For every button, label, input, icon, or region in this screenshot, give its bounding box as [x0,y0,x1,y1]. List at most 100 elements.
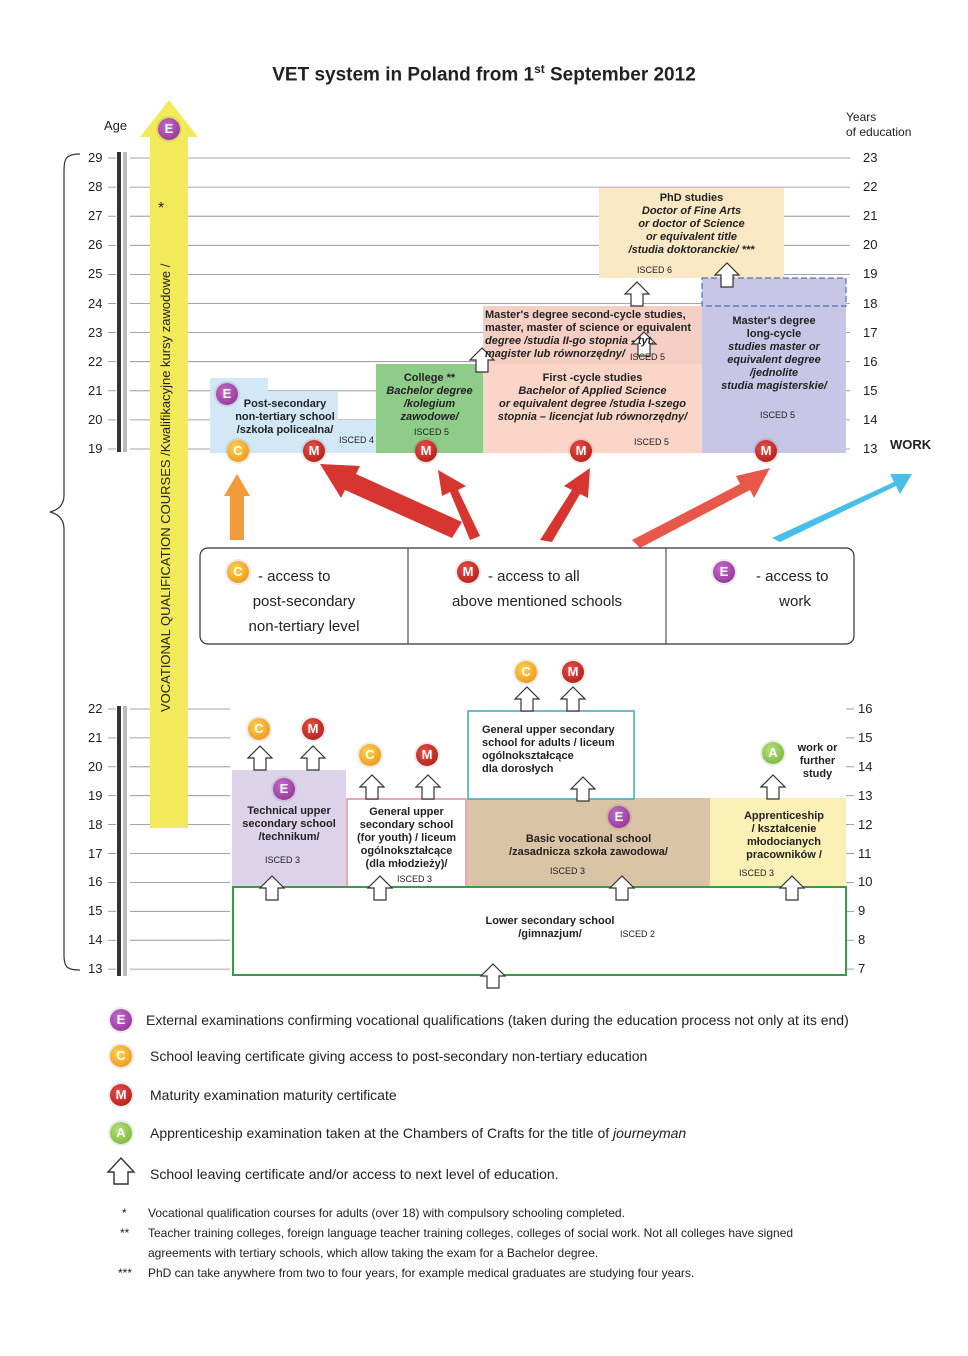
lower-age-tick: 17 [88,845,103,861]
upper-age-scale-light [123,152,127,452]
upper-age-tick: 28 [88,179,103,195]
apprenticeship-a-badge: A [762,742,784,764]
technical-box: Technical upper secondary school /techni… [242,805,336,843]
post-secondary-isced: ISCED 4 [339,435,375,445]
lower-age-tick: 14 [88,932,103,948]
note-1-mark: * [122,1206,127,1220]
red-arrow-4 [632,468,770,548]
key-e-text2: work [779,593,811,610]
upper-year-tick: 20 [863,237,878,253]
general-youth-box: General upper secondary school (for yout… [357,806,456,870]
key-c-text2: post-secondary [252,593,356,610]
upper-year-tick: 16 [863,353,878,369]
next-level-arrow-icon [299,745,327,771]
phd-isced: ISCED 6 [637,265,673,275]
technical-m-badge: M [302,718,324,740]
key-box [199,547,855,645]
masters-long-bg [702,278,846,453]
lower-age-tick: 16 [88,874,103,890]
legend-e-text: External examinations confirming vocatio… [146,1012,849,1028]
masters-long-box: Master's degree long-cycle studies maste… [721,315,827,392]
upper-age-tick: 29 [88,150,103,165]
note-3-text: agreements with tertiary schools, which … [148,1246,599,1260]
lower-age-tick: 18 [88,816,103,832]
masters-long-isced: ISCED 5 [760,410,796,420]
key-e-badge: E [713,561,735,583]
masters-long-dashed [701,277,847,307]
red-arrow-3 [540,468,590,542]
work-or-study-label: work or further study [797,742,838,780]
note-1-text: Vocational qualification courses for adu… [148,1206,625,1220]
legend-a-badge: A [110,1122,132,1144]
upper-age-tick: 24 [88,295,103,311]
lower-age-scale-light [123,706,127,976]
lower-age-tick: 21 [88,729,103,745]
next-level-arrow-icon [479,963,507,989]
key-c-text1: - access to [258,568,331,585]
first-cycle-bg [483,364,702,453]
general-adults-c-badge: C [515,661,537,683]
next-level-arrow-icon [713,262,741,288]
upper-m-badge-2: M [415,440,437,462]
next-level-arrow-icon [468,347,496,373]
legend-c-text: School leaving certificate giving access… [150,1048,648,1064]
college-isced: ISCED 5 [414,427,450,437]
post-secondary-e-badge: E [216,383,238,405]
next-level-arrow-icon [778,875,806,901]
next-level-arrow-icon [569,776,597,802]
post-secondary-bg [210,378,376,453]
blue-arrow [772,474,912,542]
lower-age-scale-dark [117,706,121,976]
lower-year-tick: 7 [858,961,866,977]
general-youth-border [346,798,467,888]
upper-m-badge-1: M [303,440,325,462]
general-youth-m-badge: M [416,744,438,766]
key-m-text1: - access to all [488,568,580,585]
legend-m-badge: M [110,1084,132,1106]
next-level-arrows [246,262,806,989]
general-adults-border [467,710,635,800]
legend-m-text: Maturity examination maturity certificat… [150,1087,397,1103]
upper-age-tick: 20 [88,411,103,427]
technical-c-badge: C [248,718,270,740]
red-arrow-1 [320,464,462,538]
post-secondary-box: Post-secondary non-tertiary school /szko… [235,398,335,436]
next-level-arrow-icon [513,686,541,712]
legend-a-text: Apprenticeship examination taken at the … [150,1125,687,1141]
upper-year-tick: 14 [863,411,878,427]
next-level-arrow-icon [246,745,274,771]
upper-age-tick: 26 [88,237,103,253]
upper-m-badge-3: M [570,440,592,462]
masters-second-box: Master's degree second-cycle studies, ma… [485,309,692,360]
next-level-arrow-icon [759,774,787,800]
orange-arrow [224,474,250,540]
lower-year-tick: 10 [858,874,873,890]
upper-year-tick: 17 [863,324,878,340]
upper-year-tick: 15 [863,382,878,398]
lower-age-tick: 13 [88,961,103,977]
masters-second-isced: ISCED 5 [630,352,666,362]
upper-age-tick: 19 [88,441,103,456]
upper-year-tick: 13 [863,441,878,456]
next-level-arrow-icon [366,875,394,901]
upper-age-tick: 23 [88,324,103,340]
upper-year-tick: 18 [863,295,878,311]
age-brace [49,153,81,971]
next-level-arrow-icon [258,875,286,901]
first-cycle-isced: ISCED 5 [634,437,670,447]
age-axis-label: Age [104,118,128,133]
vocational-courses-star: * [158,200,165,217]
next-level-arrow-icon [414,774,442,800]
basic-vocational-box: Basic vocational school /zasadnicza szko… [509,833,668,858]
note-2-text: Teacher training colleges, foreign langu… [148,1226,794,1240]
lower-secondary-box: Lower secondary school /gimnazjum/ [485,915,615,940]
apprenticeship-isced: ISCED 3 [739,868,775,878]
note-4-mark: *** [118,1266,133,1280]
post-secondary-c-badge: C [227,440,249,462]
upper-year-tick: 21 [863,208,878,224]
vocational-courses-arrow [140,100,198,828]
key-m-badge: M [457,561,479,583]
key-c-badge: C [227,561,249,583]
lower-secondary-border [232,886,847,976]
legend-c-badge: C [110,1045,132,1067]
